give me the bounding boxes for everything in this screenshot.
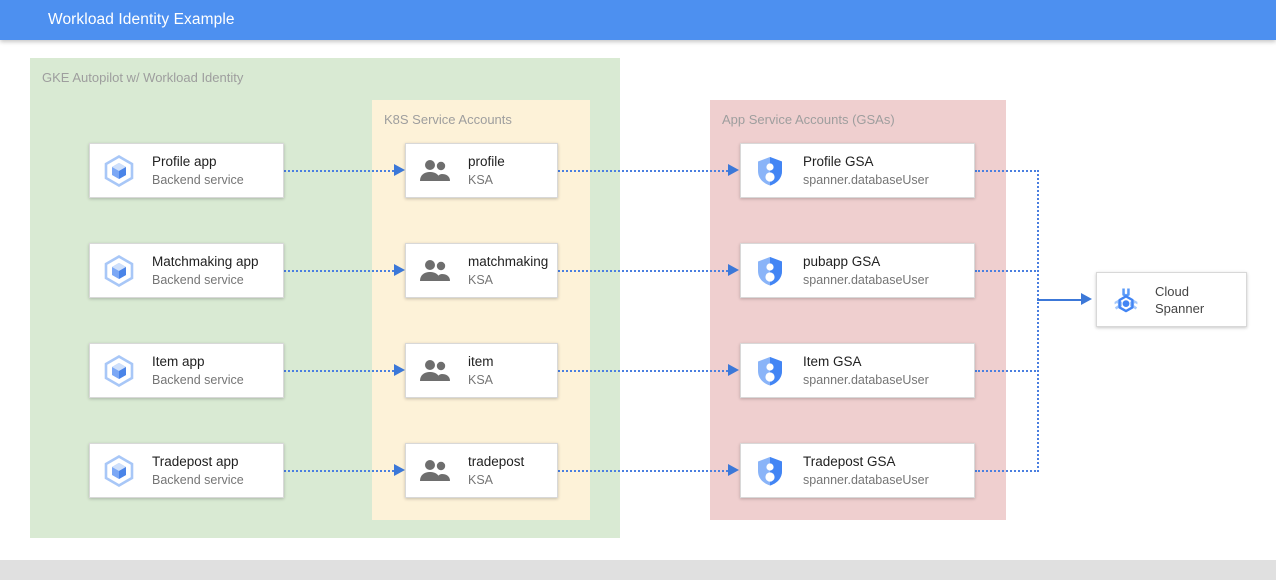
connector-spanner-bus xyxy=(1037,170,1039,472)
service-account-shield-icon xyxy=(753,154,787,188)
node-subtitle: spanner.databaseUser xyxy=(803,272,929,287)
group-k8s-service-accounts-label: K8S Service Accounts xyxy=(384,112,512,127)
connector-gsa-to-bus xyxy=(975,170,1039,172)
node-app-tradepost-text: Tradepost app Backend service xyxy=(152,453,244,489)
node-subtitle: spanner.databaseUser xyxy=(803,472,929,487)
node-title: Profile app xyxy=(152,153,217,169)
node-ksa-matchmaking-text: matchmaking KSA xyxy=(468,253,548,289)
node-gsa-tradepost[interactable]: Tradepost GSA spanner.databaseUser xyxy=(740,443,975,498)
node-app-item-text: Item app Backend service xyxy=(152,353,244,389)
connector-ksa-to-gsa-arrowhead xyxy=(728,164,739,176)
connector-app-to-ksa-arrowhead xyxy=(394,264,405,276)
gke-app-icon xyxy=(102,454,136,488)
connector-ksa-to-gsa-arrowhead xyxy=(728,464,739,476)
connector-app-to-ksa-arrowhead xyxy=(394,464,405,476)
node-title: Item app xyxy=(152,353,205,369)
connector-app-to-ksa xyxy=(284,370,394,372)
bottom-strip xyxy=(0,560,1276,580)
connector-app-to-ksa xyxy=(284,470,394,472)
node-subtitle: KSA xyxy=(468,372,494,387)
node-title: item xyxy=(468,353,494,369)
node-title: Tradepost app xyxy=(152,453,239,469)
gke-app-icon xyxy=(102,154,136,188)
connector-app-to-ksa-arrowhead xyxy=(394,164,405,176)
window-titlebar: Workload Identity Example xyxy=(0,0,1276,40)
node-app-item[interactable]: Item app Backend service xyxy=(89,343,284,398)
node-gsa-profile-text: Profile GSA spanner.databaseUser xyxy=(803,153,929,189)
people-group-icon xyxy=(418,454,452,488)
connector-ksa-to-gsa xyxy=(558,470,728,472)
connector-app-to-ksa xyxy=(284,170,394,172)
node-title: Cloud xyxy=(1155,283,1189,299)
node-subtitle: spanner.databaseUser xyxy=(803,372,929,387)
node-gsa-item[interactable]: Item GSA spanner.databaseUser xyxy=(740,343,975,398)
node-app-matchmaking-text: Matchmaking app Backend service xyxy=(152,253,259,289)
node-title: pubapp GSA xyxy=(803,253,881,269)
node-title-2: Spanner xyxy=(1155,300,1205,316)
node-gsa-pubapp[interactable]: pubapp GSA spanner.databaseUser xyxy=(740,243,975,298)
node-title: matchmaking xyxy=(468,253,549,269)
node-subtitle: Backend service xyxy=(152,172,244,187)
node-subtitle: Backend service xyxy=(152,372,244,387)
node-app-tradepost[interactable]: Tradepost app Backend service xyxy=(89,443,284,498)
window-title: Workload Identity Example xyxy=(48,11,235,28)
people-group-icon xyxy=(418,254,452,288)
connector-ksa-to-gsa xyxy=(558,170,728,172)
connector-ksa-to-gsa xyxy=(558,270,728,272)
node-title: Item GSA xyxy=(803,353,862,369)
connector-ksa-to-gsa-arrowhead xyxy=(728,264,739,276)
connector-ksa-to-gsa xyxy=(558,370,728,372)
service-account-shield-icon xyxy=(753,254,787,288)
node-subtitle: KSA xyxy=(468,272,494,287)
node-cloud-spanner-text: Cloud Spanner xyxy=(1155,283,1204,317)
people-group-icon xyxy=(418,154,452,188)
node-ksa-profile[interactable]: profile KSA xyxy=(405,143,558,198)
cloud-spanner-icon xyxy=(1109,283,1143,317)
connector-app-to-ksa xyxy=(284,270,394,272)
service-account-shield-icon xyxy=(753,454,787,488)
connector-gsa-to-bus xyxy=(975,470,1039,472)
node-title: Tradepost GSA xyxy=(803,453,896,469)
node-gsa-item-text: Item GSA spanner.databaseUser xyxy=(803,353,929,389)
node-gsa-pubapp-text: pubapp GSA spanner.databaseUser xyxy=(803,253,929,289)
connector-gsa-to-bus xyxy=(975,370,1039,372)
node-ksa-profile-text: profile KSA xyxy=(468,153,505,189)
gke-app-icon xyxy=(102,354,136,388)
node-gsa-tradepost-text: Tradepost GSA spanner.databaseUser xyxy=(803,453,929,489)
connector-ksa-to-gsa-arrowhead xyxy=(728,364,739,376)
node-ksa-tradepost[interactable]: tradepost KSA xyxy=(405,443,558,498)
node-subtitle: Backend service xyxy=(152,472,244,487)
node-title: Matchmaking app xyxy=(152,253,259,269)
node-subtitle: Backend service xyxy=(152,272,244,287)
people-group-icon xyxy=(418,354,452,388)
node-ksa-item[interactable]: item KSA xyxy=(405,343,558,398)
node-app-profile[interactable]: Profile app Backend service xyxy=(89,143,284,198)
node-app-matchmaking[interactable]: Matchmaking app Backend service xyxy=(89,243,284,298)
node-ksa-matchmaking[interactable]: matchmaking KSA xyxy=(405,243,558,298)
group-app-service-accounts-label: App Service Accounts (GSAs) xyxy=(722,112,895,127)
service-account-shield-icon xyxy=(753,354,787,388)
node-ksa-tradepost-text: tradepost KSA xyxy=(468,453,524,489)
connector-bus-to-spanner xyxy=(1037,299,1087,301)
node-title: tradepost xyxy=(468,453,525,469)
node-subtitle: KSA xyxy=(468,172,494,187)
node-ksa-item-text: item KSA xyxy=(468,353,494,389)
node-subtitle: spanner.databaseUser xyxy=(803,172,929,187)
connector-gsa-to-bus xyxy=(975,270,1039,272)
node-subtitle: KSA xyxy=(468,472,494,487)
node-title: profile xyxy=(468,153,505,169)
group-gke-autopilot-label: GKE Autopilot w/ Workload Identity xyxy=(42,70,244,85)
connector-app-to-ksa-arrowhead xyxy=(394,364,405,376)
gke-app-icon xyxy=(102,254,136,288)
node-gsa-profile[interactable]: Profile GSA spanner.databaseUser xyxy=(740,143,975,198)
node-title: Profile GSA xyxy=(803,153,874,169)
node-app-profile-text: Profile app Backend service xyxy=(152,153,244,189)
node-cloud-spanner[interactable]: Cloud Spanner xyxy=(1096,272,1247,327)
connector-bus-to-spanner-arrowhead xyxy=(1081,293,1092,305)
